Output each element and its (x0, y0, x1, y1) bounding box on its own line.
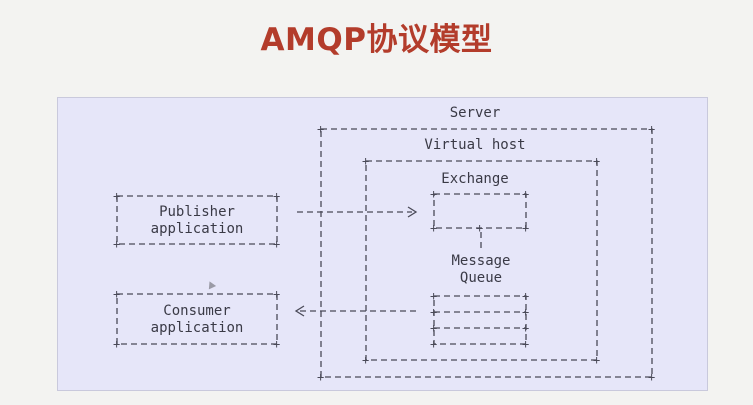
svg-text:+: + (522, 221, 529, 235)
exchange-box: + + + + + (430, 187, 529, 235)
virtual-host-box: + + + + (362, 154, 600, 367)
svg-text:+: + (476, 221, 483, 235)
publisher-box: + + + + (113, 189, 280, 251)
message-queue-label-line2: Queue (460, 270, 502, 286)
exchange-label: Exchange (441, 171, 508, 187)
consumer-box: + + + + (113, 287, 280, 351)
svg-text:+: + (522, 289, 529, 303)
svg-text:+: + (113, 189, 120, 203)
svg-text:+: + (362, 154, 369, 168)
svg-text:+: + (273, 337, 280, 351)
publisher-label-line2: application (151, 221, 244, 237)
consume-arrow (294, 305, 420, 317)
svg-text:+: + (430, 337, 437, 351)
svg-text:+: + (273, 287, 280, 301)
svg-text:+: + (430, 289, 437, 303)
svg-text:+: + (648, 370, 655, 384)
svg-text:+: + (522, 305, 529, 319)
virtual-host-label: Virtual host (424, 137, 525, 153)
consumer-label-line1: Consumer (163, 303, 230, 319)
svg-text:+: + (522, 187, 529, 201)
svg-text:+: + (113, 337, 120, 351)
consumer-label-line2: application (151, 320, 244, 336)
diagram-panel (57, 97, 708, 391)
svg-text:+: + (593, 154, 600, 168)
svg-text:+: + (317, 122, 324, 136)
page-title: AMQP协议模型 (260, 22, 493, 58)
svg-text:+: + (113, 287, 120, 301)
publish-arrow (297, 206, 418, 218)
server-box: + + + + (317, 122, 655, 384)
svg-text:+: + (113, 237, 120, 251)
svg-text:+: + (430, 305, 437, 319)
svg-text:+: + (317, 370, 324, 384)
svg-text:+: + (648, 122, 655, 136)
svg-text:+: + (430, 187, 437, 201)
server-label: Server (450, 105, 501, 121)
svg-text:+: + (362, 353, 369, 367)
message-queue-stack: + + + + + + + + (430, 289, 529, 351)
svg-text:+: + (430, 221, 437, 235)
message-queue-label-line1: Message (451, 253, 510, 269)
svg-text:+: + (522, 321, 529, 335)
svg-text:+: + (593, 353, 600, 367)
publisher-label-line1: Publisher (159, 204, 235, 220)
svg-text:+: + (430, 321, 437, 335)
svg-text:+: + (273, 189, 280, 203)
svg-text:+: + (273, 237, 280, 251)
svg-text:+: + (522, 337, 529, 351)
